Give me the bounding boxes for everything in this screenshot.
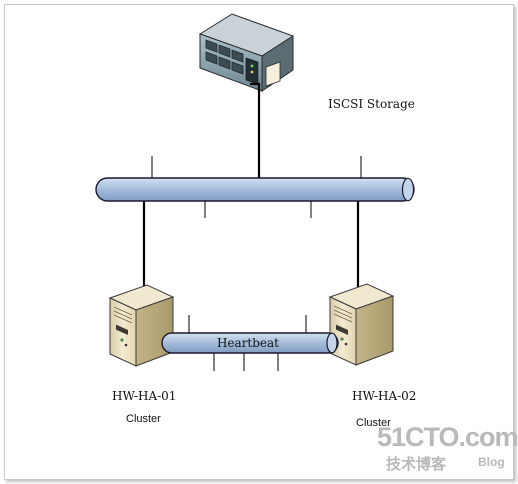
- backbone-tap-ticks: [151, 156, 362, 218]
- node-name-label: HW-HA-01: [112, 389, 176, 403]
- server-tower-icon: [108, 284, 175, 367]
- network-backbone: [95, 156, 415, 218]
- storage-link-line: [250, 82, 261, 188]
- node-name-label: HW-HA-02: [352, 389, 416, 403]
- watermark-tagline: 技术博客: [386, 455, 447, 473]
- heartbeat-link: Heartbeat: [161, 315, 339, 371]
- watermark: 51CTO.com 技术博客 Blog: [377, 422, 518, 473]
- node-role-label: Cluster: [126, 413, 161, 425]
- heartbeat-tap-ticks: [188, 315, 307, 371]
- storage-label: ISCSI Storage: [328, 97, 415, 111]
- watermark-site: 51CTO.com: [377, 422, 518, 452]
- heartbeat-label: Heartbeat: [217, 336, 279, 350]
- network-links: [142, 82, 360, 327]
- node-role-label: Cluster: [356, 417, 391, 429]
- storage-array-icon: [198, 13, 295, 92]
- server-tower-icon: [328, 283, 395, 366]
- watermark-blog: Blog: [478, 455, 505, 469]
